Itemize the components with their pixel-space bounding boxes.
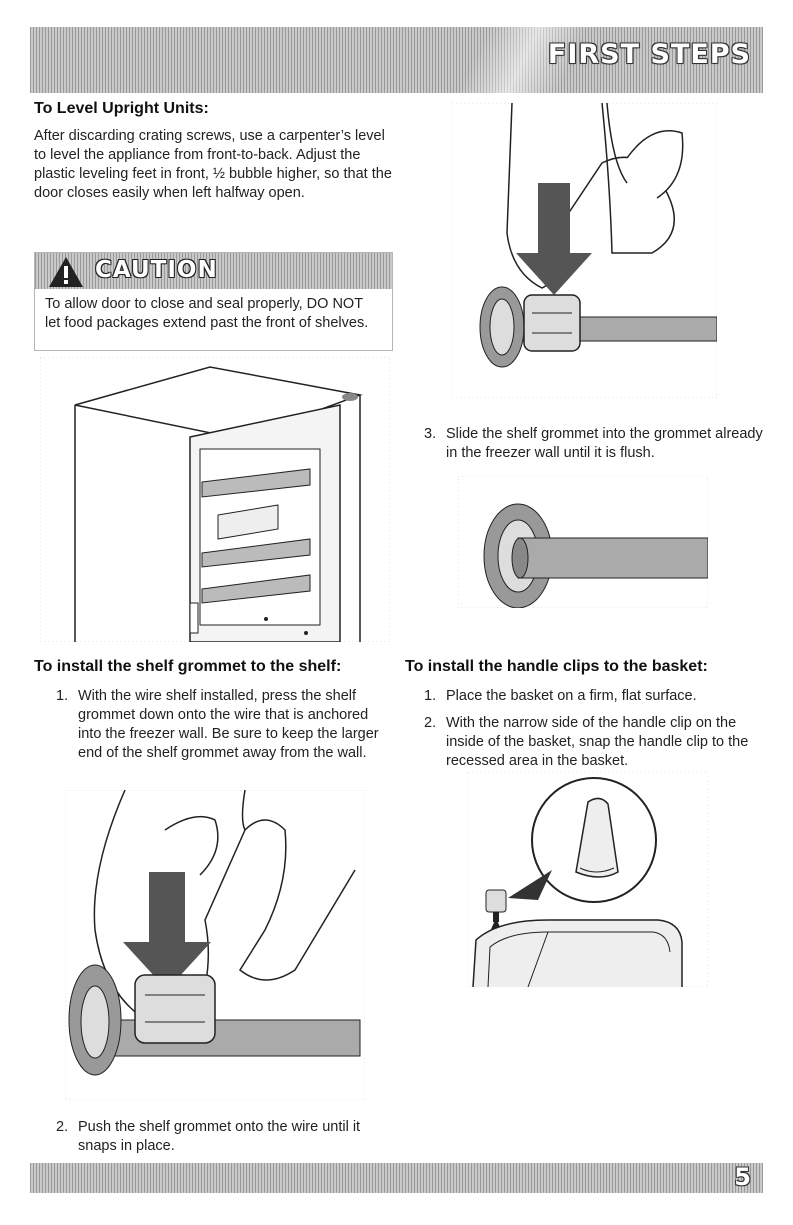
- handle-step-2: 2. With the narrow side of the handle cl…: [424, 714, 764, 771]
- page-number: 5: [734, 1163, 751, 1191]
- grommet-step-2: 2. Push the shelf grommet onto the wire …: [56, 1118, 396, 1156]
- level-body: After discarding crating screws, use a c…: [34, 128, 392, 201]
- push-grommet-illustration: [65, 790, 365, 1100]
- handle-heading: To install the handle clips to the baske…: [405, 658, 708, 675]
- header-swoosh: [390, 27, 690, 93]
- step-number: 2.: [424, 715, 437, 731]
- grommet-step-3: 3. Slide the shelf grommet into the grom…: [424, 425, 764, 463]
- step-number: 2.: [56, 1119, 69, 1135]
- handle-clip-illustration: [468, 772, 708, 987]
- step-text: Slide the shelf grommet into the grommet…: [446, 426, 763, 461]
- caution-box: CAUTION To allow door to close and seal …: [34, 252, 393, 351]
- caution-banner: CAUTION: [35, 253, 392, 289]
- level-heading: To Level Upright Units:: [34, 100, 209, 117]
- caution-body: To allow door to close and seal properly…: [45, 296, 369, 331]
- grommet-heading: To install the shelf grommet to the shel…: [34, 658, 342, 675]
- freezer-cabinet-illustration: [40, 357, 390, 642]
- step-text: Push the shelf grommet onto the wire unt…: [78, 1119, 361, 1154]
- step-number: 3.: [424, 426, 437, 442]
- step-text: With the narrow side of the handle clip …: [446, 715, 749, 769]
- header-band: FIRST STEPS: [30, 27, 763, 93]
- flush-grommet-illustration: [458, 476, 708, 608]
- press-grommet-illustration: [452, 103, 717, 398]
- step-text: With the wire shelf installed, press the…: [78, 688, 379, 761]
- section-title: FIRST STEPS: [547, 39, 751, 70]
- grommet-step-1: 1. With the wire shelf installed, press …: [56, 687, 386, 763]
- caution-title: CAUTION: [95, 257, 218, 283]
- step-number: 1.: [424, 688, 437, 704]
- handle-step-1: 1. Place the basket on a firm, flat surf…: [424, 687, 764, 706]
- footer-band: 5: [30, 1163, 763, 1193]
- step-number: 1.: [56, 688, 69, 704]
- step-text: Place the basket on a firm, flat surface…: [446, 688, 697, 704]
- warning-triangle-icon: [47, 255, 85, 289]
